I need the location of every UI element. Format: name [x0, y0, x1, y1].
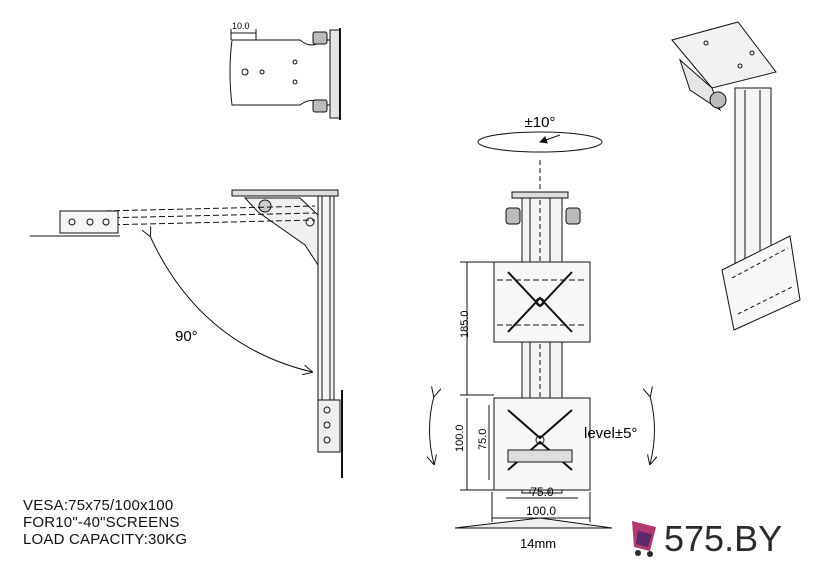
height-100-label: 100.0 [454, 424, 466, 452]
perspective-view [671, 21, 801, 331]
brand-logo[interactable]: 575.BY [664, 518, 783, 559]
angle-90-label: 90° [175, 328, 198, 345]
swivel-label: ±10° [525, 114, 556, 131]
height-185-label: 185.0 [459, 310, 471, 338]
side-view-folding-arm [30, 189, 343, 478]
tube-label: 14mm [520, 536, 556, 551]
top-width-label: 10.0 [232, 21, 250, 31]
spec-vesa: VESA:75x75/100x100 [23, 497, 174, 514]
spec-screens: FOR10"-40"SCREENS [23, 514, 180, 531]
cart-icon [632, 521, 656, 557]
top-plate-view [229, 28, 341, 120]
width-100-label: 100.0 [526, 504, 556, 518]
front-view [430, 131, 655, 529]
width-75-label: 75.0 [530, 485, 554, 499]
spec-load: LOAD CAPACITY:30KG [23, 531, 188, 548]
level-label: level±5° [584, 425, 637, 442]
height-75-label: 75.0 [477, 429, 489, 450]
